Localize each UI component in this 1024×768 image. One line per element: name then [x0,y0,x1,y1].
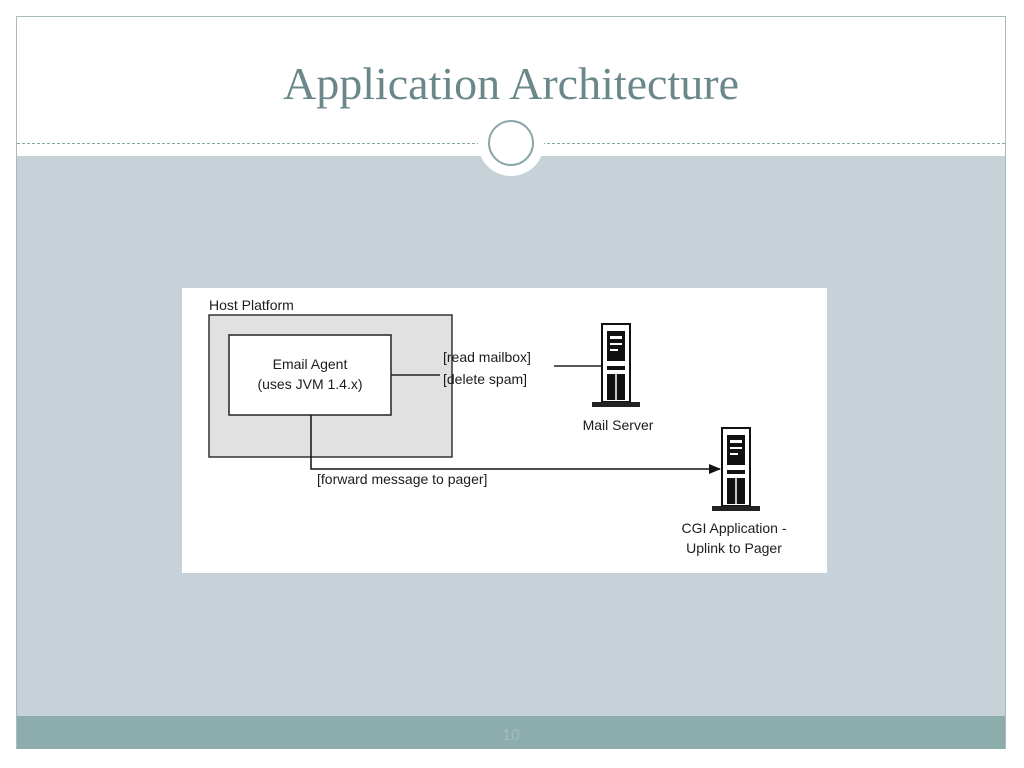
email-agent-jvm-note: (uses JVM 1.4.x) [257,376,362,392]
cgi-application-label: CGI Application - [681,520,786,536]
slide-title: Application Architecture [282,58,739,109]
mail-server-label: Mail Server [583,417,654,433]
email-agent-box [228,334,392,416]
forward-message-label: [forward message to pager] [317,471,487,487]
forward-message-arrow [310,415,721,474]
page-number: 10 [502,727,520,744]
divider-circle-ornament [478,110,544,176]
email-agent-title: Email Agent [273,356,348,372]
architecture-diagram: Host Platform Email Agent (uses JVM 1.4.… [182,288,827,573]
delete-spam-label: [delete spam] [443,371,527,387]
uplink-to-pager-label: Uplink to Pager [686,540,782,556]
read-mailbox-label: [read mailbox] [443,349,531,365]
server-tower-icon [712,427,760,511]
server-tower-icon [592,323,640,407]
diagram-canvas: Host Platform Email Agent (uses JVM 1.4.… [208,297,787,556]
host-platform-label: Host Platform [209,297,294,313]
footer-bar: 10 [17,716,1005,749]
